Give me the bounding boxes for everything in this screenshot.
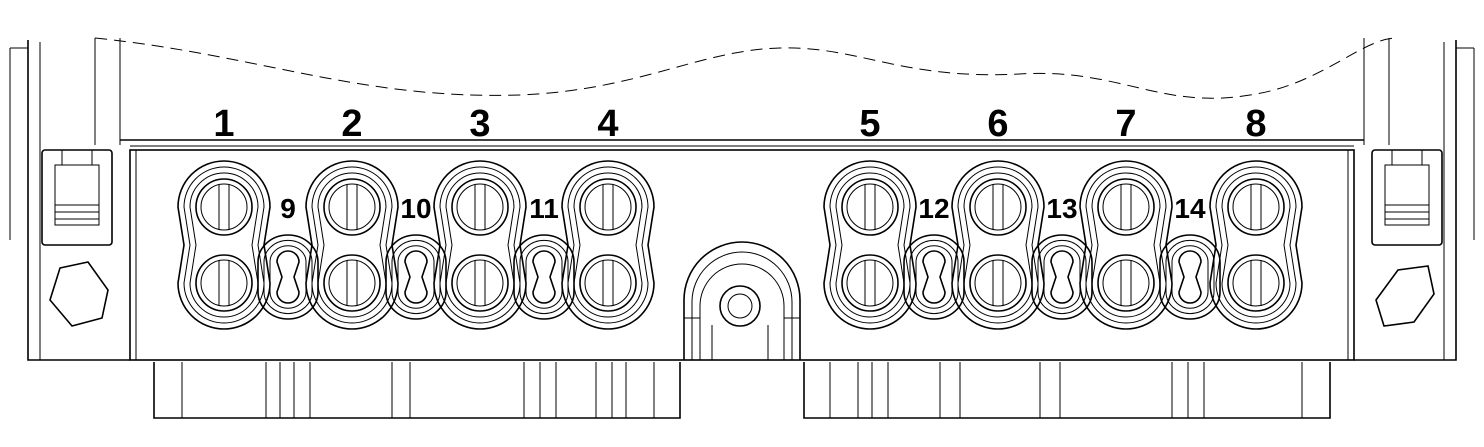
aux-terminal-label-12: 12: [918, 193, 949, 224]
terminal-label-3: 3: [469, 103, 490, 145]
main-terminal-8: [1209, 160, 1303, 330]
terminal-label-8: 8: [1245, 103, 1266, 145]
center-mounting-screw: [683, 241, 801, 360]
terminal-label-6: 6: [987, 103, 1008, 145]
main-terminal-2: [305, 160, 399, 330]
aux-terminal-label-14: 14: [1174, 193, 1206, 224]
aux-terminal-label-9: 9: [280, 193, 296, 224]
aux-terminal-12: [903, 234, 965, 320]
aux-terminal-9: [257, 234, 319, 320]
main-terminal-7: [1079, 160, 1173, 330]
right-housing: [1354, 38, 1475, 361]
main-terminal-1: [177, 160, 271, 330]
terminal-label-5: 5: [859, 103, 880, 145]
main-terminal-3: [433, 160, 527, 330]
terminal-group: [177, 160, 1303, 330]
left-housing: [9, 38, 130, 361]
aux-terminal-13: [1031, 234, 1093, 320]
aux-terminal-label-10: 10: [400, 193, 431, 224]
terminal-label-4: 4: [597, 103, 618, 145]
terminal-label-7: 7: [1115, 103, 1136, 145]
terminal-label-2: 2: [341, 103, 362, 145]
terminal-label-1: 1: [213, 103, 234, 145]
terminal-body: [120, 139, 1364, 361]
aux-terminal-label-13: 13: [1046, 193, 1077, 224]
bottom-base: [153, 362, 1331, 419]
aux-terminal-10: [385, 234, 447, 320]
main-terminal-5: [823, 160, 917, 330]
aux-terminal-label-11: 11: [529, 193, 559, 224]
main-terminal-6: [951, 160, 1045, 330]
cover-outline-dashed: [94, 37, 1396, 99]
main-terminal-4: [561, 160, 655, 330]
aux-terminal-14: [1159, 234, 1221, 320]
aux-terminal-11: [513, 234, 575, 320]
